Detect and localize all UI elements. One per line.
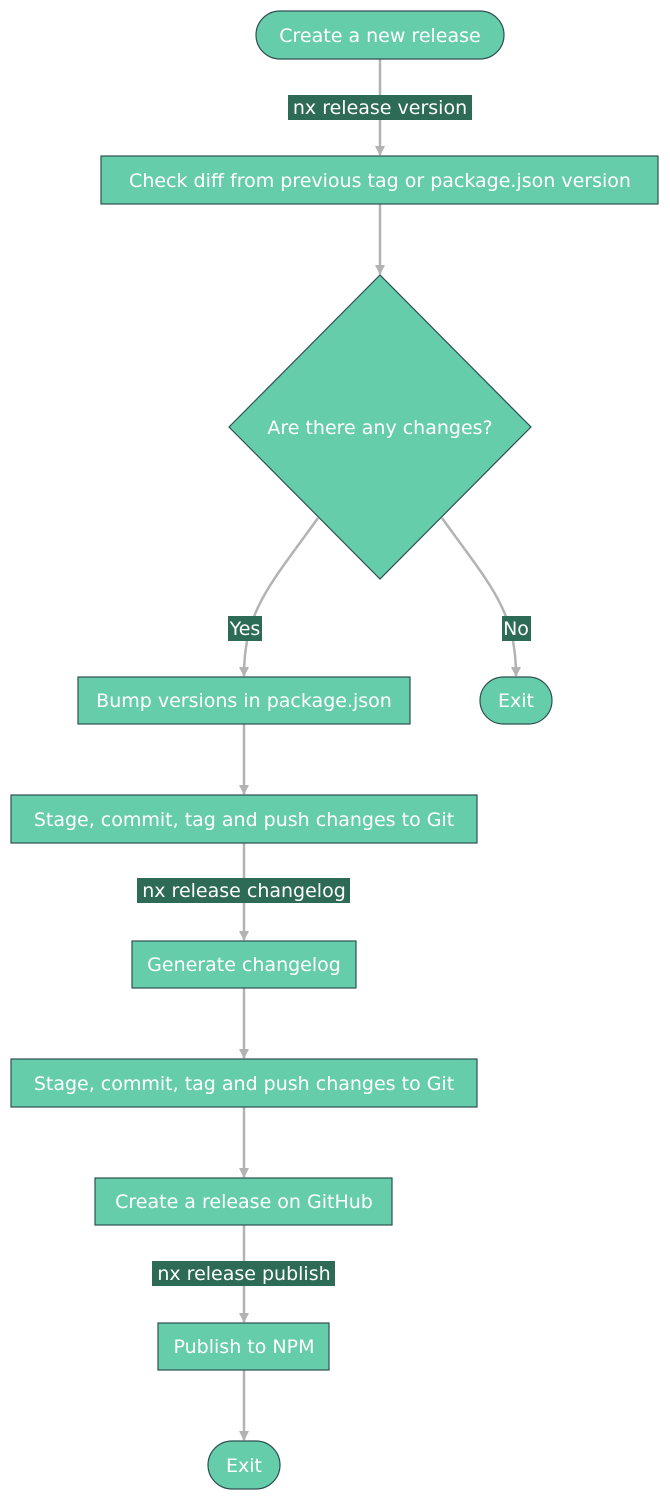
edge-decision-to-bump: [239, 517, 320, 677]
edge-label-changelog: nx release changelog: [142, 880, 346, 902]
node-generate-changelog: Generate changelog: [147, 954, 341, 976]
edge-decision-to-exit: [440, 517, 521, 677]
edge-label-yes-bg: [228, 616, 262, 641]
node-exit-end-shape: [207, 1440, 281, 1490]
edge-label-publish-bg: [152, 1261, 335, 1286]
node-publish-shape: [157, 1322, 330, 1371]
node-github-release-shape: [94, 1177, 393, 1226]
edge-label-version: nx release version: [293, 97, 467, 119]
node-publish: Publish to NPM: [174, 1336, 315, 1358]
edge-label-changelog-bg: [137, 878, 350, 903]
edges: [239, 58, 521, 1441]
node-check-diff: Check diff from previous tag or package.…: [129, 170, 631, 192]
edge-label-publish: nx release publish: [157, 1263, 330, 1285]
node-exit-end: Exit: [226, 1455, 262, 1477]
edge-label-yes: Yes: [229, 618, 261, 640]
node-check-diff-shape: [100, 155, 659, 205]
node-decision-shape: [228, 274, 532, 580]
node-stage-commit-1: Stage, commit, tag and push changes to G…: [34, 809, 454, 831]
node-exit-no-shape: [479, 676, 553, 725]
node-stage-commit-1-shape: [10, 794, 478, 844]
node-generate-changelog-shape: [131, 940, 357, 989]
edge-label-no: No: [503, 618, 529, 640]
node-exit-no: Exit: [498, 690, 534, 712]
edge-label-no-bg: [502, 616, 531, 641]
node-decision: Are there any changes?: [267, 417, 492, 439]
node-start: Create a new release: [279, 25, 480, 47]
node-bump: Bump versions in package.json: [96, 690, 392, 712]
node-stage-commit-2: Stage, commit, tag and push changes to G…: [34, 1073, 454, 1095]
edge-labels: nx release version Yes No nx release cha…: [137, 95, 531, 1286]
node-github-release: Create a release on GitHub: [115, 1191, 373, 1213]
edge-label-version-bg: [288, 95, 472, 120]
node-start-shape: [255, 10, 505, 60]
node-bump-shape: [77, 676, 411, 725]
nodes: Create a new release Check diff from pre…: [10, 10, 659, 1490]
node-stage-commit-2-shape: [10, 1058, 478, 1108]
